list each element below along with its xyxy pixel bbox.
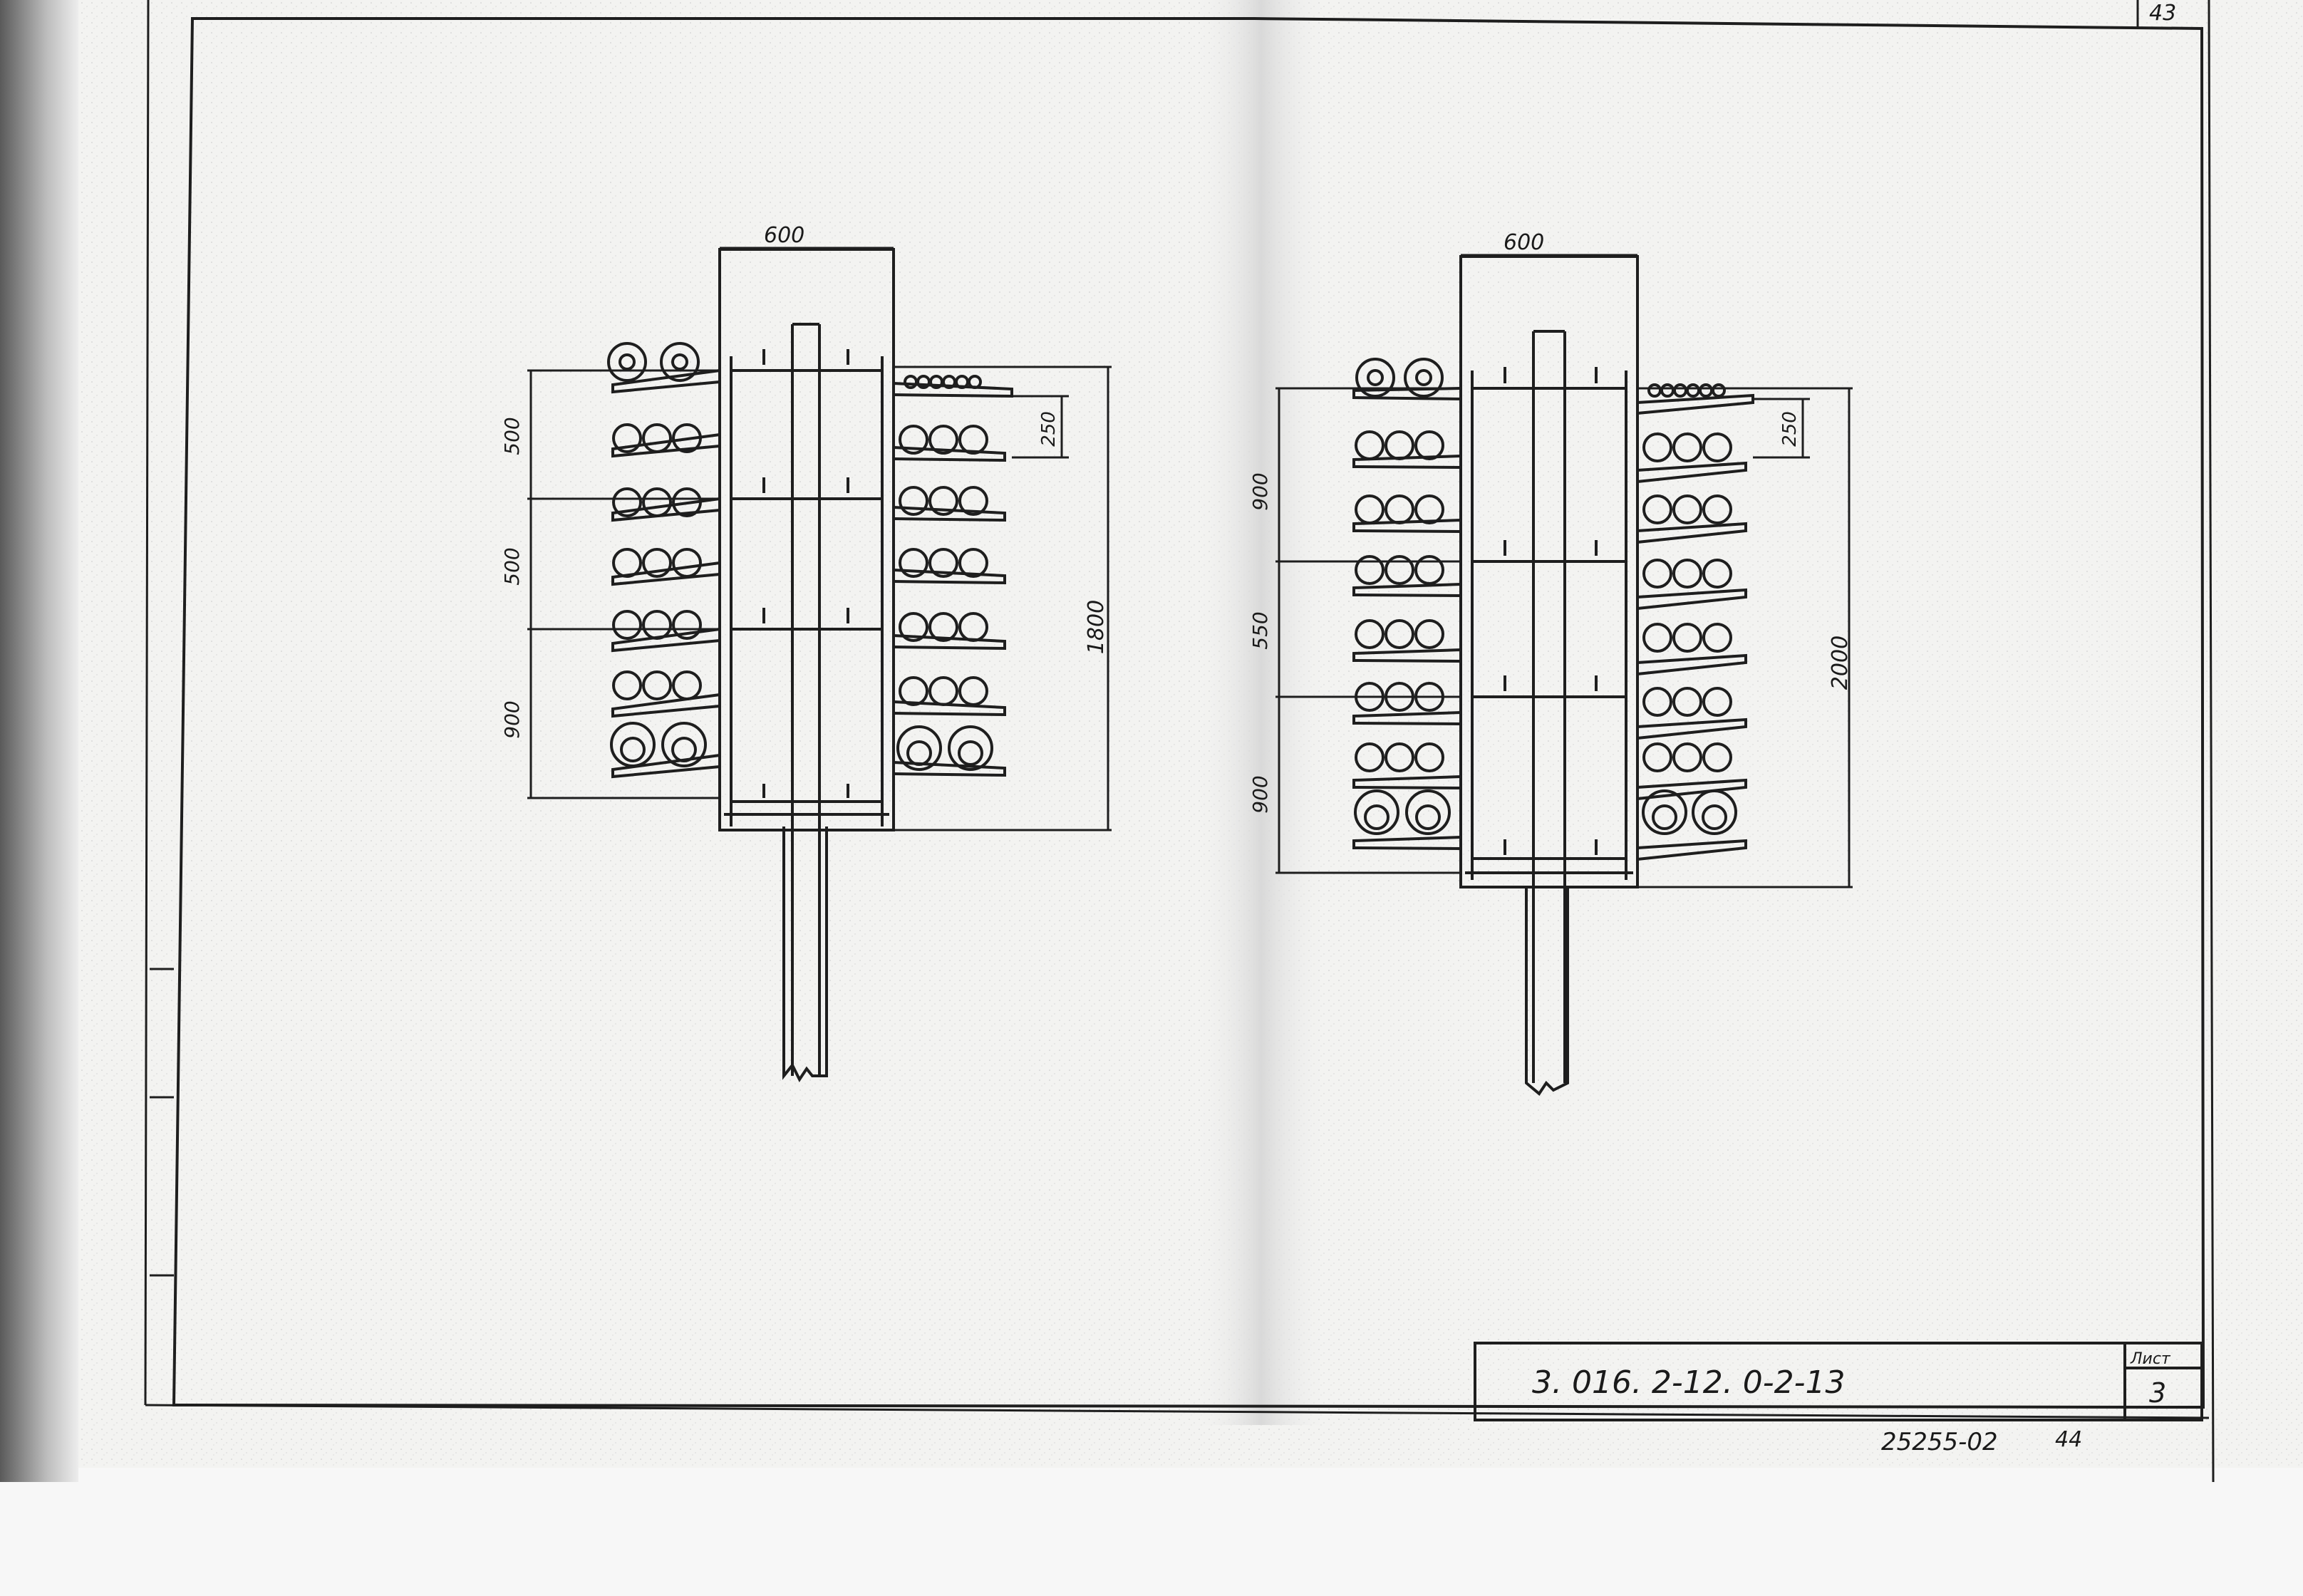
width-dimension-label: 600 xyxy=(1504,230,1544,255)
height-dimension-label: 2000 xyxy=(1828,636,1853,690)
cable-rack-right: 600 2000 250 900 550 900 xyxy=(1248,230,1853,1096)
segment-dimension-label-2: 550 xyxy=(1248,611,1272,649)
segment-dimension-label-1: 900 xyxy=(1248,472,1272,510)
rack-frame-left xyxy=(718,248,895,1082)
armored-cable xyxy=(607,342,647,382)
lower-margin xyxy=(0,1468,2303,1596)
drawing-code: 3. 016. 2-12. 0-2-13 xyxy=(1532,1364,1845,1401)
width-dimension-label: 600 xyxy=(764,223,804,248)
cables-right-side-left-rack xyxy=(896,375,993,771)
rack-frame-right xyxy=(1459,255,1639,1096)
archive-page: 44 xyxy=(2055,1427,2082,1452)
archive-number: 25255-02 xyxy=(1881,1428,1998,1456)
corner-sheet-number: 43 xyxy=(2149,1,2176,26)
top-shelf-dimension-label: 250 xyxy=(1038,411,1060,447)
armored-cable xyxy=(660,342,700,382)
segment-dimension-label-3: 900 xyxy=(1248,775,1272,813)
cables-right-side-right-rack xyxy=(1642,383,1737,835)
cables-left-side-left-rack xyxy=(607,342,707,767)
binding-shadow xyxy=(0,0,78,1482)
segment-dimension-label-2: 500 xyxy=(500,547,524,585)
sheet-label: Лист xyxy=(2130,1350,2171,1368)
center-fold xyxy=(1197,0,1325,1425)
left-shelves-left-rack xyxy=(611,369,720,779)
top-shelf-dimension-label: 250 xyxy=(1779,411,1801,447)
cable-rack-left: 600 1800 250 500 500 900 xyxy=(500,223,1112,1082)
title-block xyxy=(1474,1342,2203,1421)
height-dimension-label: 1800 xyxy=(1084,600,1109,654)
sheet-value: 3 xyxy=(2149,1377,2166,1409)
sheet-frame xyxy=(144,0,2215,1483)
dimensions-left-rack xyxy=(527,247,1112,831)
segment-dimension-label-3: 900 xyxy=(500,700,524,738)
dimensions-right-rack xyxy=(1275,254,1853,888)
segment-dimension-label-1: 500 xyxy=(500,417,524,455)
